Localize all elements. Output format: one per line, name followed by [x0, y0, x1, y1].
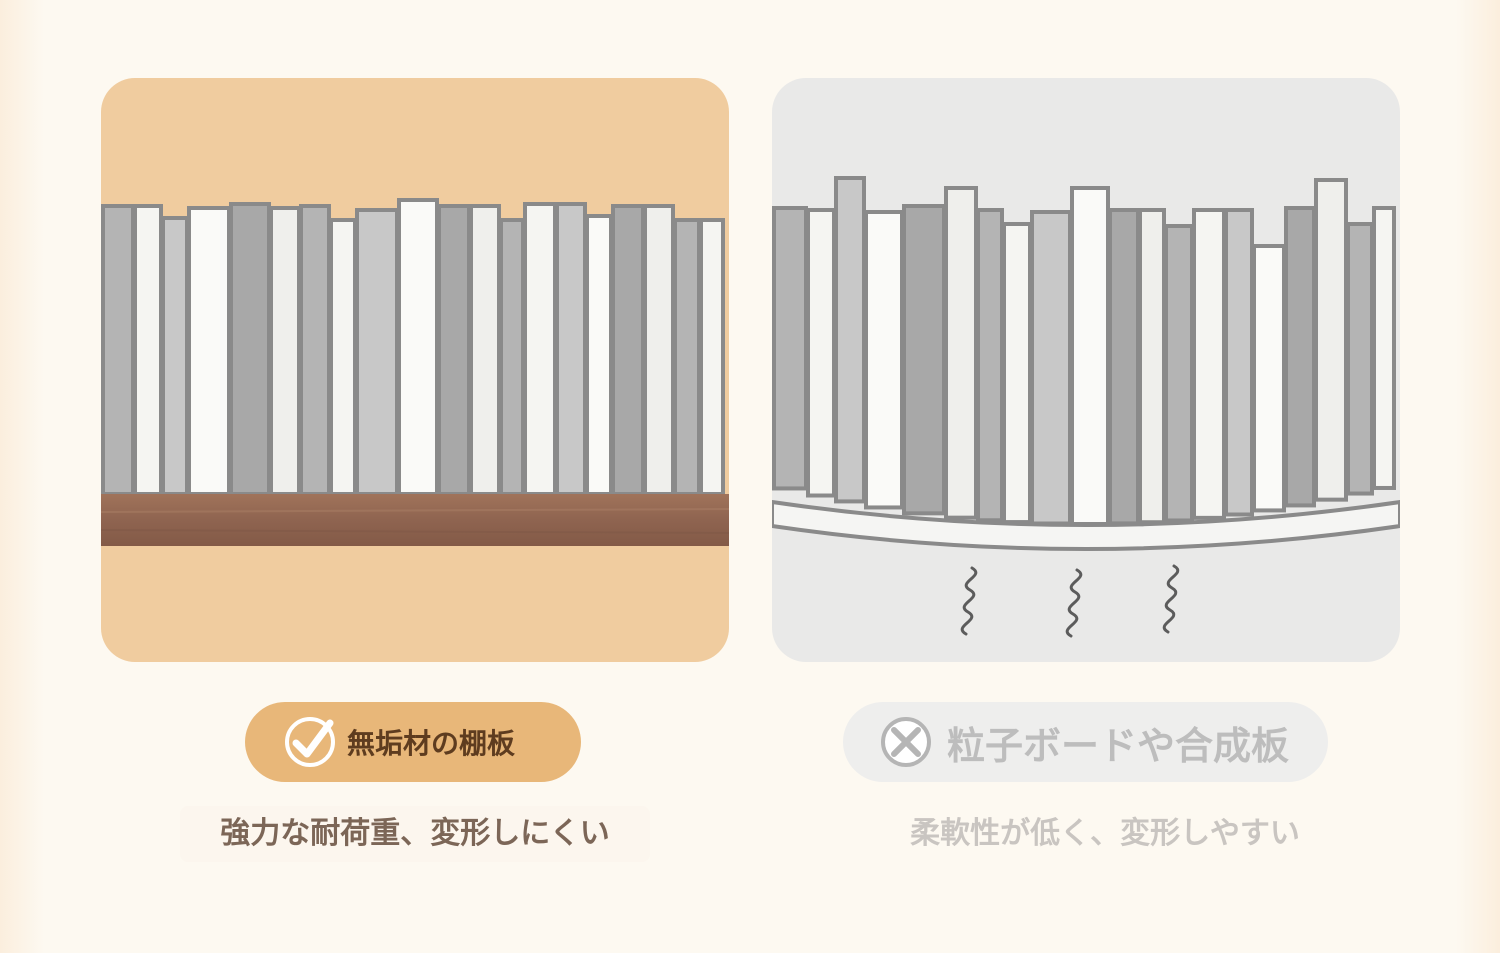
check-circle-icon: [283, 715, 337, 769]
book: [1030, 210, 1072, 526]
book: [864, 210, 904, 510]
book: [355, 208, 399, 496]
book: [1192, 208, 1226, 520]
book: [944, 186, 978, 520]
solid-wood-label-pill: 無垢材の棚板: [245, 702, 581, 782]
book: [101, 204, 135, 496]
solid-wood-illustration: [101, 78, 729, 662]
book: [699, 218, 725, 496]
book: [585, 214, 613, 496]
books-row-sagging: [772, 176, 1396, 526]
book: [229, 202, 271, 496]
solid-wood-description: 強力な耐荷重、変形しにくい: [180, 806, 650, 862]
book: [329, 218, 357, 496]
book: [1164, 224, 1194, 523]
book: [437, 204, 471, 496]
particle-board-label-pill: 粒子ボードや合成板: [843, 702, 1328, 782]
books-row-straight: [101, 198, 725, 496]
stress-squiggle-3: [1162, 564, 1180, 634]
particle-board-shelf-graphic: [772, 176, 1400, 638]
solid-wood-shelf-board: [101, 494, 729, 546]
book: [133, 204, 163, 496]
book: [397, 198, 439, 496]
book: [806, 208, 836, 498]
stress-squiggle-2: [1065, 568, 1083, 638]
book: [1284, 206, 1316, 508]
left-edge-shade: [0, 0, 44, 953]
book: [499, 218, 525, 496]
book: [611, 204, 645, 496]
book: [1070, 186, 1110, 526]
book: [1224, 208, 1254, 517]
right-edge-shade: [1456, 0, 1500, 953]
book: [834, 176, 866, 504]
book: [1252, 244, 1286, 513]
book: [523, 202, 557, 496]
book: [976, 208, 1004, 523]
book: [161, 216, 189, 496]
book: [1002, 222, 1032, 525]
book: [1346, 222, 1374, 496]
particle-board-illustration: [772, 78, 1400, 662]
solid-wood-shelf-graphic: [101, 198, 729, 546]
stress-squiggle-1: [960, 566, 978, 636]
book: [299, 204, 331, 496]
book: [1108, 208, 1140, 526]
book: [673, 218, 701, 496]
book: [469, 204, 501, 496]
book: [772, 206, 808, 491]
particle-board-description: 柔軟性が低く、変形しやすい: [910, 816, 1300, 851]
sagging-shelf-board: [772, 499, 1400, 551]
x-circle-icon: [879, 715, 933, 769]
book: [1314, 178, 1348, 502]
book: [555, 202, 587, 496]
book: [643, 204, 675, 496]
book: [269, 206, 301, 496]
particle-board-label: 粒子ボードや合成板: [947, 723, 1290, 768]
solid-wood-label: 無垢材の棚板: [347, 727, 516, 760]
book: [902, 204, 946, 516]
book: [1372, 206, 1396, 490]
book: [187, 206, 231, 496]
book: [1138, 208, 1166, 525]
